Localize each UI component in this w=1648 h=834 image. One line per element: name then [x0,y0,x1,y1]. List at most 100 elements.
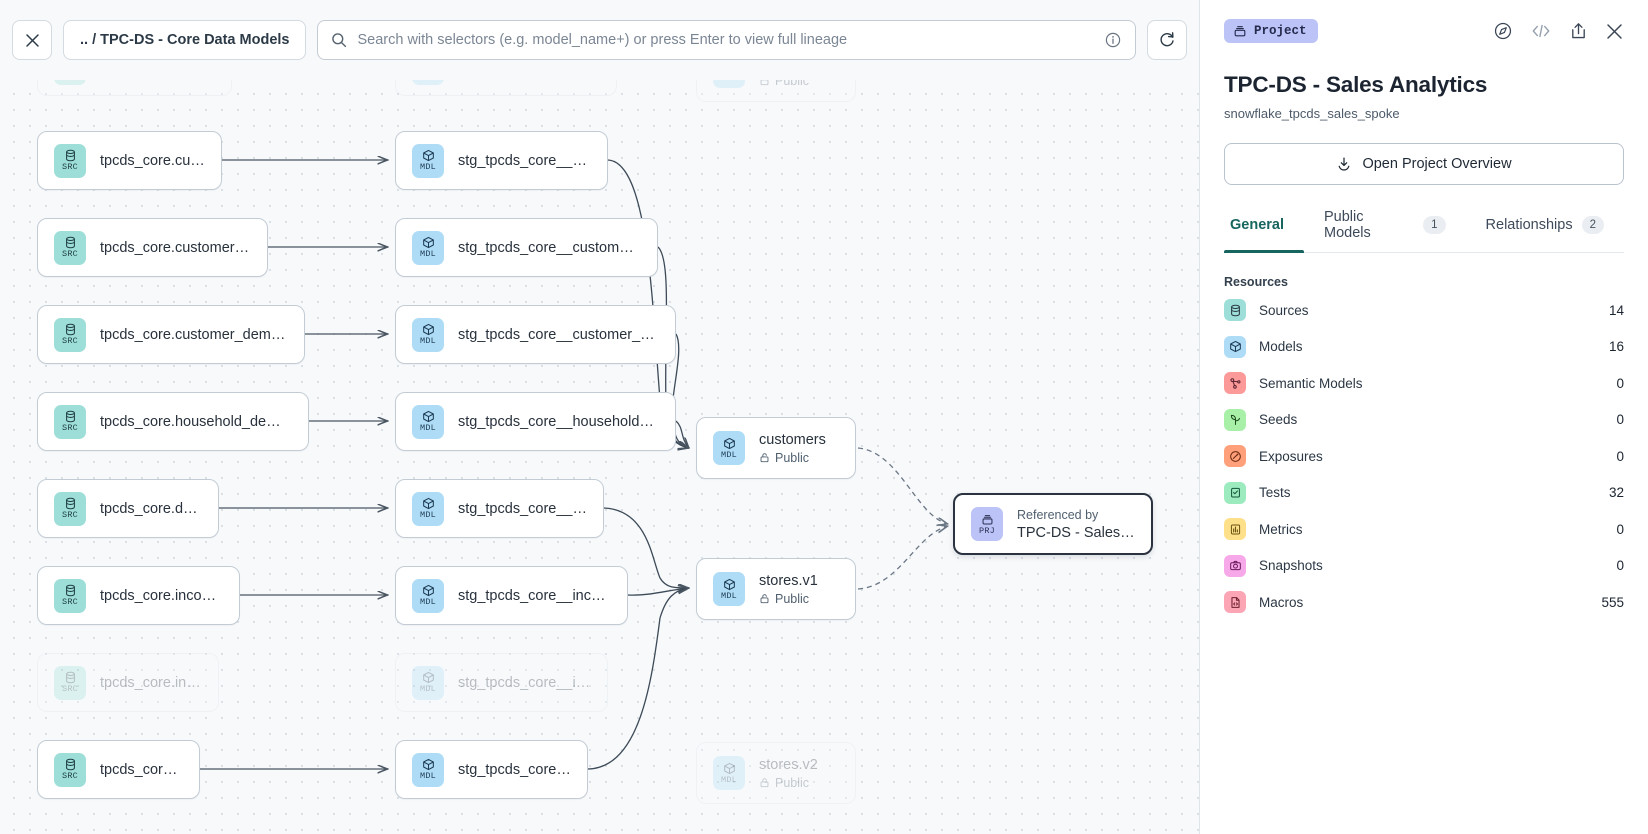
resource-row-exposures[interactable]: Exposures 0 [1224,441,1624,472]
node-text: stores.v2 Public [759,757,818,790]
clipboard-check-icon [1224,481,1246,504]
lineage-node-pub_stores_v2[interactable]: MDL stores.v2 Public [696,742,856,804]
lineage-node-mdl_cust_addr[interactable]: MDL stg_tpcds_core__customer_address [395,218,658,277]
breadcrumb[interactable]: .. / TPC-DS - Core Data Models [63,20,307,60]
node-type-abbr: PRJ [979,525,995,536]
resource-row-metrics[interactable]: Metrics 0 [1224,514,1624,545]
node-type-badge-src: SRC [54,404,86,439]
lineage-node-src_customer[interactable]: SRC tpcds_core.customer [37,131,222,190]
node-type-badge-src: SRC [54,143,86,178]
src-icon [64,584,77,597]
lineage-node-pub_customers[interactable]: MDL customers Public [696,417,856,479]
lineage-canvas[interactable]: SRC tpcds_core.call_center MDL stg_tpcds… [0,0,1199,834]
lineage-node-src_cust_demo[interactable]: SRC tpcds_core.customer_demographics [37,305,305,364]
node-title: stg_tpcds_core__date_dim [458,500,587,517]
resources-list: Sources 14 Models 16 Semantic Models 0 S… [1224,295,1624,618]
mdl-icon [422,758,435,771]
resource-count: 16 [1608,339,1624,355]
compass-icon [1494,22,1512,40]
node-title: tpcds_core.customer [100,152,205,169]
node-type-abbr: MDL [420,771,436,781]
resource-name: Seeds [1259,412,1298,428]
node-type-badge-mdl: MDL [412,143,444,178]
lineage-node-src_store[interactable]: SRC tpcds_core.store [37,740,200,799]
search-bar[interactable] [317,20,1136,60]
resource-name: Snapshots [1259,558,1323,574]
close-lineage-button[interactable] [12,20,52,60]
node-type-badge-src: SRC [54,230,86,265]
resource-row-snapshots[interactable]: Snapshots 0 [1224,551,1624,582]
resource-name: Models [1259,339,1303,355]
resource-row-semantic-models[interactable]: Semantic Models 0 [1224,368,1624,399]
tab-count: 2 [1581,216,1604,234]
lineage-node-mdl_cust_demo[interactable]: MDL stg_tpcds_core__customer_demogra… [395,305,676,364]
bar-chart-icon [1224,518,1246,541]
node-title: stores.v2 [759,756,818,773]
tab-count: 1 [1423,216,1446,234]
node-type-abbr: MDL [721,590,737,601]
lineage-node-mdl_income_band[interactable]: MDL stg_tpcds_core__income_band [395,566,628,625]
node-text: tpcds_core.store [100,762,183,778]
resource-row-seeds[interactable]: Seeds 0 [1224,405,1624,436]
search-input[interactable] [357,32,1095,48]
lineage-node-src_hh_demo[interactable]: SRC tpcds_core.household_demographics [37,392,309,451]
node-type-abbr: SRC [62,336,78,346]
resource-row-tests[interactable]: Tests 32 [1224,478,1624,509]
node-text: stg_tpcds_core__date_dim [458,501,587,517]
resource-count: 0 [1616,448,1624,464]
node-text: stg_tpcds_core__income_band [458,588,611,604]
node-type-abbr: SRC [62,684,78,694]
node-text: stg_tpcds_core__customer_address [458,240,641,256]
lineage-node-mdl_hh_demo[interactable]: MDL stg_tpcds_core__household_demogr… [395,392,676,451]
unlock-icon [760,594,769,604]
lineage-node-mdl_inventory[interactable]: MDL stg_tpcds_core__inventory [395,653,608,712]
lineage-node-src_income_band[interactable]: SRC tpcds_core.income_band [37,566,240,625]
lineage-node-mdl_customer[interactable]: MDL stg_tpcds_core__customer [395,131,608,190]
node-type-abbr: MDL [420,249,436,259]
lineage-node-mdl_date_dim[interactable]: MDL stg_tpcds_core__date_dim [395,479,604,538]
tab-general[interactable]: General [1224,209,1304,253]
src-icon [64,758,77,771]
resource-count: 0 [1616,375,1624,391]
lineage-node-src_inventory[interactable]: SRC tpcds_core.inventory [37,653,219,712]
node-kicker: Referenced by [1017,507,1099,522]
view-code-button[interactable] [1530,21,1552,41]
node-type-abbr: MDL [420,684,436,694]
node-type-abbr: MDL [721,774,737,785]
node-text: stg_tpcds_core__household_demogr… [458,414,659,430]
info-icon[interactable] [1105,32,1121,48]
open-project-overview-label: Open Project Overview [1362,156,1512,172]
node-text: tpcds_core.date_dim [100,501,202,517]
node-text: customers Public [759,432,826,465]
lineage-node-src_cust_addr[interactable]: SRC tpcds_core.customer_address [37,218,268,277]
explore-compass-button[interactable] [1493,21,1513,41]
node-type-badge-src: SRC [54,578,86,613]
node-title: customers [759,431,826,448]
lineage-node-src_date_dim[interactable]: SRC tpcds_core.date_dim [37,479,219,538]
resource-row-sources[interactable]: Sources 14 [1224,295,1624,326]
close-panel-button[interactable] [1605,22,1624,41]
resource-row-macros[interactable]: Macros 555 [1224,587,1624,618]
src-icon [64,149,77,162]
open-project-overview-button[interactable]: Open Project Overview [1224,143,1624,185]
node-type-abbr: SRC [62,597,78,607]
panel-subtitle: snowflake_tpcds_sales_spoke [1224,106,1400,121]
node-type-badge-mdl: MDL [412,317,444,352]
share-button[interactable] [1569,21,1588,41]
mdl-icon [422,497,435,510]
lineage-node-pub_stores_v1[interactable]: MDL stores.v1 Public [696,558,856,620]
node-title: stg_tpcds_core__inventory [458,674,591,691]
refresh-button[interactable] [1147,20,1187,60]
resource-name: Exposures [1259,448,1323,464]
tab-label: General [1230,217,1284,233]
lineage-node-mdl_store[interactable]: MDL stg_tpcds_core__store [395,740,588,799]
lineage-node-prj_referenced_by[interactable]: PRJ Referenced by TPC-DS - Sales Analyti… [953,493,1153,555]
resource-row-models[interactable]: Models 16 [1224,332,1624,363]
node-type-badge-prj: PRJ [971,507,1003,541]
node-type-badge-mdl: MDL [412,230,444,265]
node-type-abbr: MDL [420,597,436,607]
src-icon [64,497,77,510]
resource-count: 555 [1601,594,1624,610]
